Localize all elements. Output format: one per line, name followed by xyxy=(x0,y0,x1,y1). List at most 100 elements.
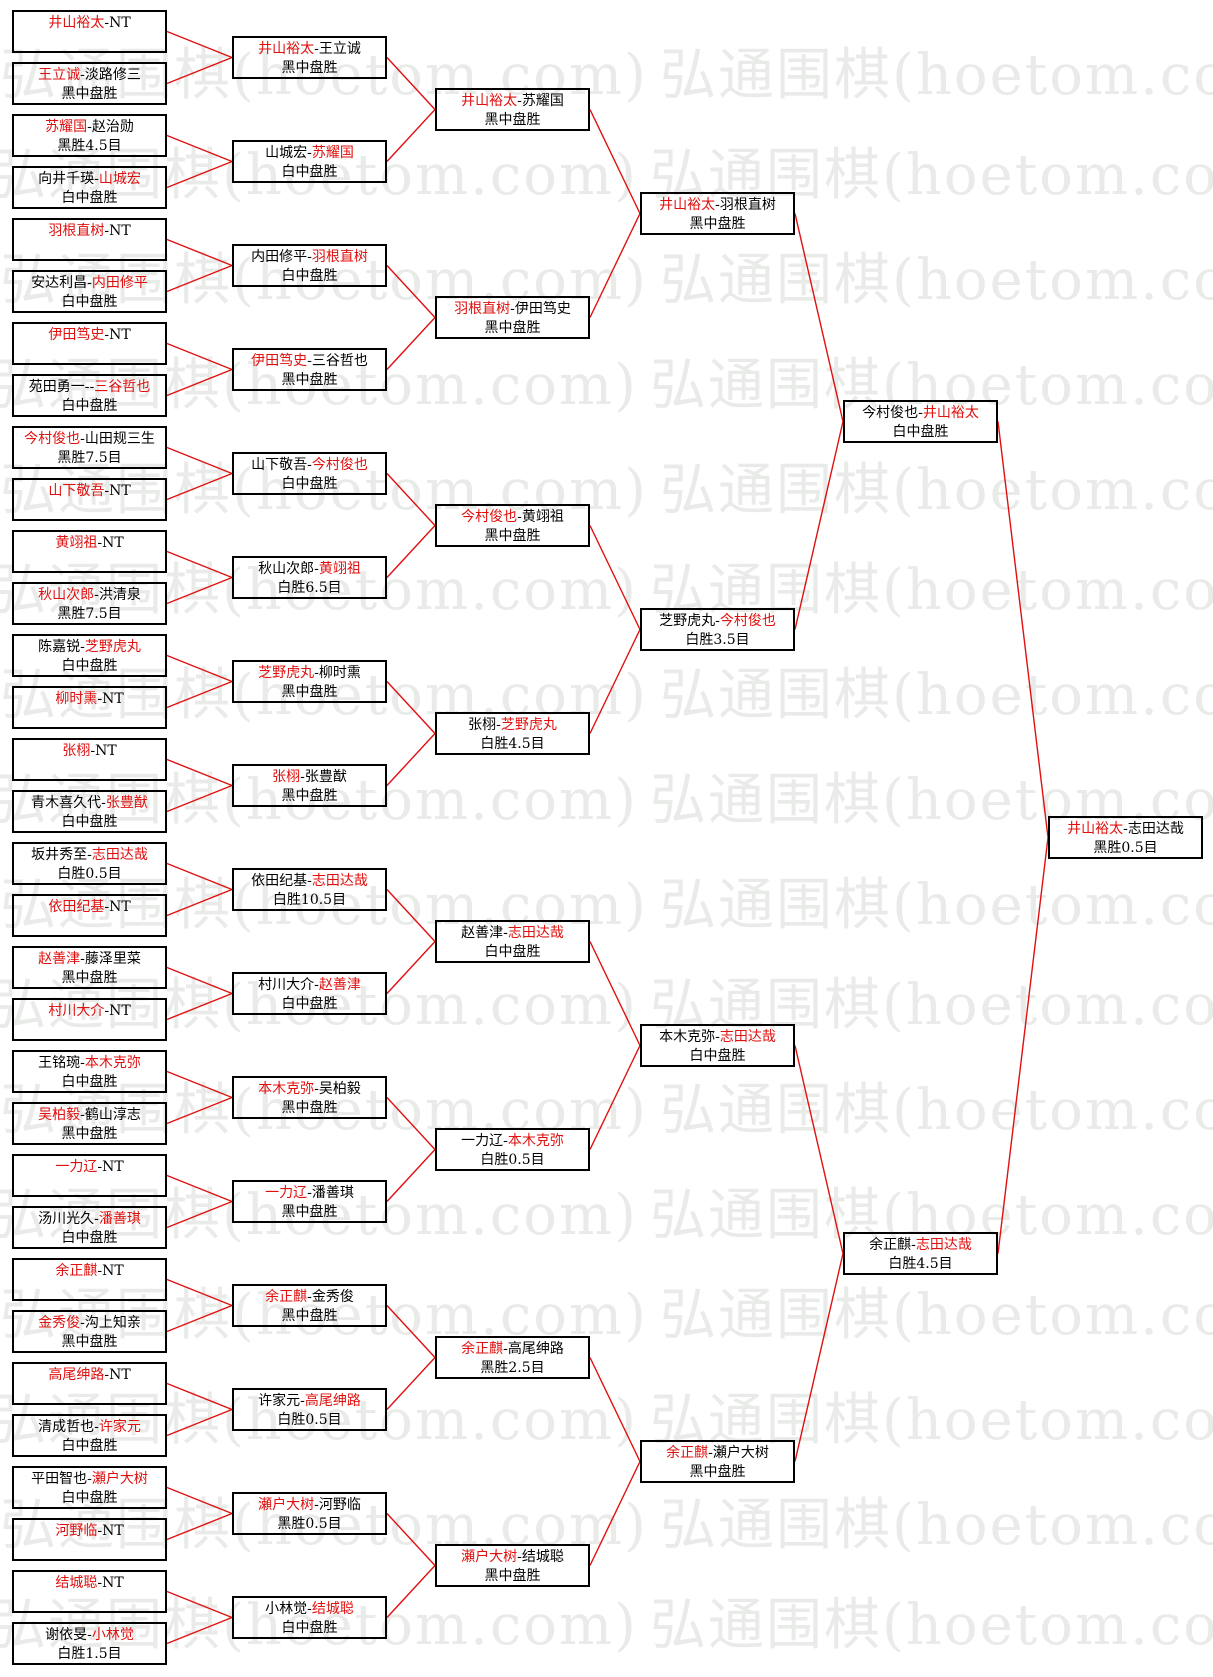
player-one: 余正麒 xyxy=(265,1289,308,1305)
match-players: 山下敬吾-今村俊也 xyxy=(234,456,385,475)
bracket-connector xyxy=(997,837,1049,1254)
bracket-connector xyxy=(386,109,436,162)
match-result: 白中盘胜 xyxy=(281,476,338,492)
match-players: 井山裕太-王立诚 xyxy=(234,40,385,59)
player-two: 洪清泉 xyxy=(98,587,141,603)
player-separator: - xyxy=(94,171,99,187)
bracket-connector xyxy=(589,109,641,214)
player-one: 高尾绅路 xyxy=(48,1367,105,1383)
player-one: 一力辽 xyxy=(461,1133,504,1149)
player-one: 羽根直树 xyxy=(48,223,105,239)
match-players: 汤川光久-潘善琪 xyxy=(14,1210,165,1229)
match-box: 山下敬吾-今村俊也白中盘胜 xyxy=(232,452,387,495)
player-one: 平田智也 xyxy=(31,1471,88,1487)
match-box: 一力辽-NT xyxy=(12,1154,167,1197)
match-players: 河野临-NT xyxy=(14,1522,165,1541)
match-box: 本木克弥-志田达哉白中盘胜 xyxy=(640,1024,795,1067)
bracket-connector xyxy=(166,1174,233,1203)
no-opponent-mark: NT xyxy=(95,743,117,759)
bracket-connector xyxy=(589,213,641,318)
bracket-connector xyxy=(166,1278,233,1307)
match-box: 平田智也-瀬户大树白中盘胜 xyxy=(12,1466,167,1509)
player-one: 余正麒 xyxy=(869,1237,912,1253)
match-box: 伊田笃史-三谷哲也黑中盘胜 xyxy=(232,348,387,391)
player-separator: - xyxy=(80,431,85,447)
match-box: 今村俊也-井山裕太白中盘胜 xyxy=(843,400,998,443)
match-result: 黑胜7.5目 xyxy=(57,450,122,466)
match-box: 村川大介-NT xyxy=(12,998,167,1041)
no-opponent-mark: NT xyxy=(109,223,131,239)
match-players: 吴柏毅-鹤山淳志 xyxy=(14,1106,165,1125)
match-box: 瀬户大树-结城聪黑中盘胜 xyxy=(435,1544,590,1587)
match-players: 向井千瑛-山城宏 xyxy=(14,170,165,189)
match-players: 清成哲也-许家元 xyxy=(14,1418,165,1437)
match-result: 黑中盘胜 xyxy=(689,216,746,232)
match-box: 一力辽-潘善琪黑中盘胜 xyxy=(232,1180,387,1223)
bracket-connector xyxy=(166,1304,233,1333)
bracket-connector xyxy=(166,1200,233,1229)
player-separator: - xyxy=(307,1289,312,1305)
player-separator: - xyxy=(503,1133,508,1149)
player-separator: - xyxy=(80,1315,85,1331)
player-separator: - xyxy=(80,1107,85,1123)
player-one: 陈嘉锐 xyxy=(38,639,81,655)
player-separator: - xyxy=(87,847,92,863)
player-two: 三谷哲也 xyxy=(311,353,368,369)
no-opponent-mark: NT xyxy=(102,691,124,707)
match-result: 黑胜2.5目 xyxy=(480,1360,545,1376)
bracket-connector xyxy=(166,472,233,501)
match-players: 张栩-NT xyxy=(14,742,165,761)
bracket-connector xyxy=(166,1070,233,1099)
player-two: 结城聪 xyxy=(521,1549,564,1565)
bracket-connector xyxy=(794,1045,844,1254)
match-players: 张栩-芝野虎丸 xyxy=(437,716,588,735)
match-box: 苑田勇一--三谷哲也白中盘胜 xyxy=(12,374,167,417)
match-players: 平田智也-瀬户大树 xyxy=(14,1470,165,1489)
match-result: 黑中盘胜 xyxy=(484,528,541,544)
match-box: 内田修平-羽根直树白中盘胜 xyxy=(232,244,387,287)
bracket-connector xyxy=(166,1096,233,1125)
match-result: 黑中盘胜 xyxy=(61,1334,118,1350)
match-players: 井山裕太-志田达哉 xyxy=(1050,820,1201,839)
bracket-connector xyxy=(386,525,436,578)
match-result: 白胜6.5目 xyxy=(277,580,342,596)
player-two: 志田达哉 xyxy=(91,847,148,863)
match-players: 一力辽-NT xyxy=(14,1158,165,1177)
player-one: 张栩 xyxy=(468,717,497,733)
bracket-connector xyxy=(166,1382,233,1411)
player-separator: - xyxy=(307,353,312,369)
match-box: 羽根直树-伊田笃史黑中盘胜 xyxy=(435,296,590,339)
match-box: 赵善津-藤泽里菜黑中盘胜 xyxy=(12,946,167,989)
match-box: 安达利昌-内田修平白中盘胜 xyxy=(12,270,167,313)
player-one: 一力辽 xyxy=(55,1159,98,1175)
match-players: 井山裕太-苏耀国 xyxy=(437,92,588,111)
match-box: 结城聪-NT xyxy=(12,1570,167,1613)
player-one: 芝野虎丸 xyxy=(258,665,315,681)
bracket-connector xyxy=(386,889,436,942)
player-one: 小林觉 xyxy=(265,1601,308,1617)
match-players: 瀬户大树-结城聪 xyxy=(437,1548,588,1567)
bracket-connector xyxy=(589,629,641,734)
player-separator: - xyxy=(97,1159,103,1175)
player-one: 芝野虎丸 xyxy=(659,613,716,629)
player-separator: - xyxy=(87,1627,92,1643)
player-one: 张栩 xyxy=(62,743,91,759)
match-result: 白中盘胜 xyxy=(61,1490,118,1506)
match-result: 白中盘胜 xyxy=(61,658,118,674)
match-players: 余正麒-NT xyxy=(14,1262,165,1281)
match-players: 一力辽-潘善琪 xyxy=(234,1184,385,1203)
match-box: 余正麒-高尾绅路黑胜2.5目 xyxy=(435,1336,590,1379)
player-one: 伊田笃史 xyxy=(48,327,105,343)
player-two: 三谷哲也 xyxy=(94,379,151,395)
match-box: 许家元-高尾绅路白胜0.5目 xyxy=(232,1388,387,1431)
match-box: 井山裕太-王立诚黑中盘胜 xyxy=(232,36,387,79)
match-players: 芝野虎丸-今村俊也 xyxy=(642,612,793,631)
player-one: 安达利昌 xyxy=(31,275,88,291)
player-two: 芝野虎丸 xyxy=(84,639,141,655)
match-players: 伊田笃史-NT xyxy=(14,326,165,345)
match-players: 本木克弥-吴柏毅 xyxy=(234,1080,385,1099)
player-separator: - xyxy=(104,899,110,915)
match-result: 白中盘胜 xyxy=(281,996,338,1012)
player-one: 张栩 xyxy=(272,769,301,785)
bracket-connector xyxy=(166,654,233,683)
